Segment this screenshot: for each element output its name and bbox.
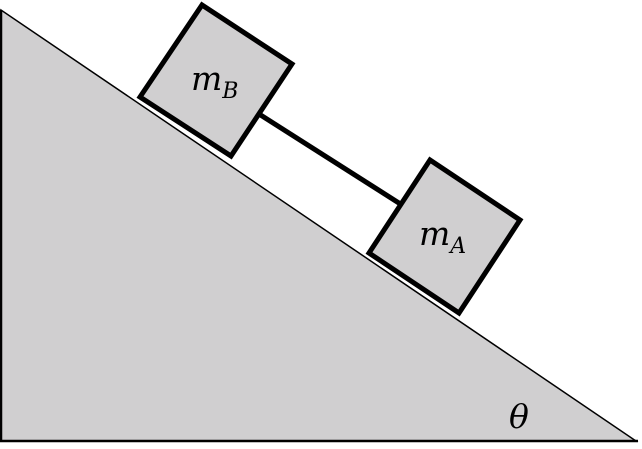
block-a-symbol: m	[419, 214, 450, 253]
block-b-symbol: m	[191, 59, 222, 98]
block-a-label: mA	[419, 214, 466, 259]
block-b-subscript: B	[221, 79, 238, 104]
incline-wedge	[0, 8, 639, 442]
block-b	[136, 1, 296, 160]
angle-theta-label: θ	[509, 397, 529, 436]
block-b-label: mB	[191, 59, 238, 104]
block-a	[365, 156, 524, 317]
connecting-rod	[257, 111, 404, 208]
block-a-subscript: A	[448, 234, 466, 259]
